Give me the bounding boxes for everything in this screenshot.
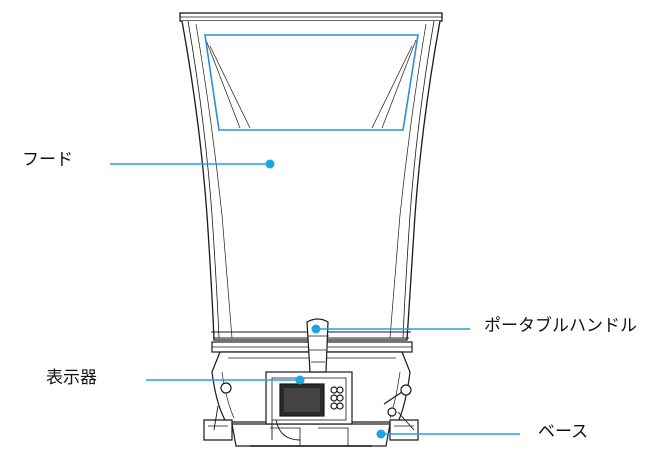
display-label: 表示器 [46, 368, 97, 388]
portable-handle [306, 318, 329, 373]
hood-window-frame [204, 34, 419, 131]
hood [179, 12, 443, 341]
base [203, 341, 419, 447]
handle-label: ポータブルハンドル [484, 316, 637, 336]
base-label: ベース [538, 422, 589, 442]
display-callout-dot [295, 375, 305, 385]
callouts [110, 163, 520, 435]
hood-label: フード [22, 150, 73, 170]
callout-dots [265, 159, 386, 439]
base-callout-dot [376, 429, 386, 439]
hood-callout-dot [265, 159, 275, 169]
handle-callout-dot [311, 324, 321, 334]
